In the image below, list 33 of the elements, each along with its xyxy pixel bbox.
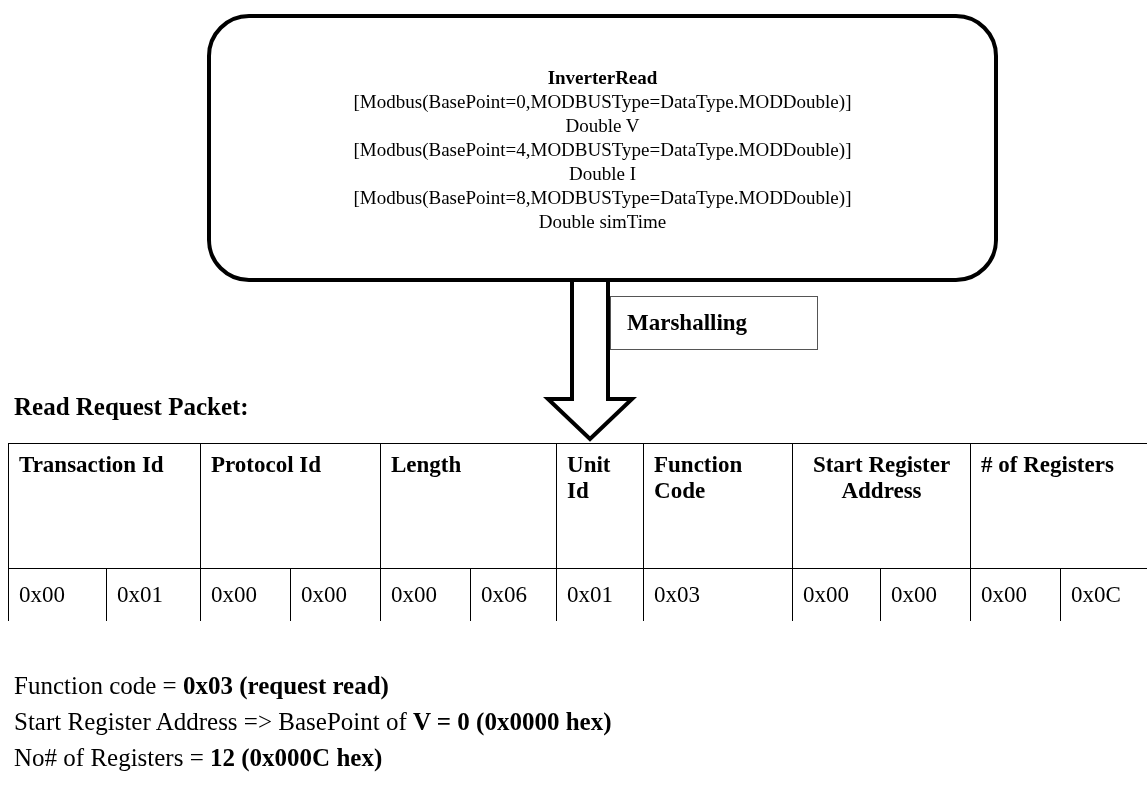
field-declaration: [Modbus(BasePoint=8,MODBUSType=DataType.MODDouble)] xyxy=(353,186,852,210)
note-text: No# of Registers = 12 (0x000C hex) xyxy=(14,744,383,772)
table-cell: 0x00 xyxy=(970,568,1061,621)
note-text: Start Register Address => BasePoint of V = 0 (0x0000 hex) xyxy=(14,708,612,736)
table-cell: 0x0C xyxy=(1060,568,1147,621)
block-arrow xyxy=(543,280,637,442)
table-cell: 0x00 xyxy=(290,568,381,621)
field-declaration: Double I xyxy=(569,162,636,186)
table-cell: 0x00 xyxy=(880,568,971,621)
table-cell: 0x03 xyxy=(643,568,793,621)
edge-label: Marshalling xyxy=(610,296,818,350)
class-name: InverterRead xyxy=(547,66,658,90)
header-cell: Protocol Id xyxy=(200,443,381,569)
field-declaration: [Modbus(BasePoint=4,MODBUSType=DataType.MODDouble)] xyxy=(353,138,852,162)
field-declaration: Double simTime xyxy=(538,210,667,234)
table-cell: 0x01 xyxy=(106,568,201,621)
table-cell: 0x00 xyxy=(792,568,881,621)
header-cell: Start Register Address xyxy=(792,443,971,569)
table-cell: 0x01 xyxy=(556,568,644,621)
table-cell: 0x00 xyxy=(8,568,107,621)
class-box xyxy=(207,14,998,282)
table-title: Read Request Packet: xyxy=(14,393,249,421)
field-declaration: Double V xyxy=(565,114,640,138)
table-cell: 0x00 xyxy=(200,568,291,621)
header-cell: Unit Id xyxy=(556,443,644,569)
header-cell: Function Code xyxy=(643,443,793,569)
note-text: Function code = 0x03 (request read) xyxy=(14,672,389,700)
table-cell: 0x00 xyxy=(380,568,471,621)
table-cell: 0x06 xyxy=(470,568,557,621)
header-cell: # of Registers xyxy=(970,443,1147,569)
field-declaration: [Modbus(BasePoint=0,MODBUSType=DataType.MODDouble)] xyxy=(353,90,852,114)
header-cell: Length xyxy=(380,443,557,569)
header-cell: Transaction Id xyxy=(8,443,201,569)
